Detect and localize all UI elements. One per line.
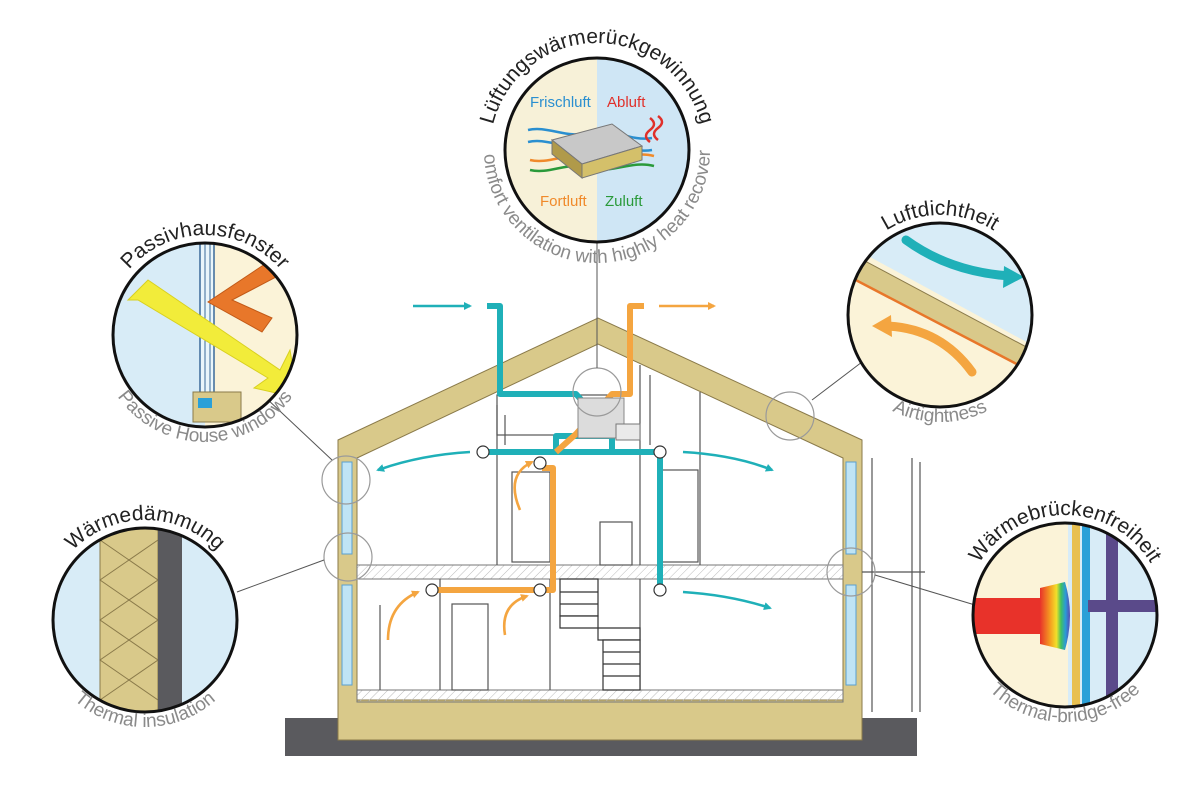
thermal-gradient-icon [1040, 582, 1070, 650]
exterior-balcony [862, 458, 925, 712]
unit-box [615, 423, 641, 441]
label-frischluft: Frischluft [530, 94, 592, 111]
wall-layer-icon [158, 528, 182, 712]
airflow-arrows [376, 302, 774, 641]
windows-right [845, 461, 857, 686]
callout-windows: Passivhausfenster Passive House windows [111, 217, 299, 447]
leader-lines [236, 242, 976, 606]
insulation-layer-icon [99, 528, 159, 712]
balcony-slab-icon [973, 598, 1045, 634]
label-abluft: Abluft [607, 94, 646, 111]
house-section [236, 242, 976, 756]
outside-air-arrow-icon [901, 235, 1015, 281]
callout-airtightness: Luftdichtheit Airtightness [846, 197, 1034, 427]
label-fortluft: Fortluft [540, 193, 588, 210]
roof-layer-icon [848, 251, 1032, 373]
intermediate-floor [356, 564, 844, 580]
sunlight-arrow-icon [126, 279, 297, 399]
frame-post-icon [1106, 523, 1118, 707]
callout-insulation: Wärmedämmung Thermal insulation [51, 502, 239, 732]
callout-ventilation: Frischluft Abluft Fortluft Zuluft Lüftun… [0, 0, 718, 268]
duct-outlets [425, 445, 667, 597]
ground-floor-slab [356, 689, 844, 703]
inside-air-arrow-icon [881, 321, 977, 377]
staircase [559, 578, 641, 691]
callout-thermal-bridge: Wärmebrückenfreiheit Thermal-bridge-free [964, 497, 1166, 727]
heat-exchanger-icon [527, 115, 664, 180]
label-zuluft: Zuluft [605, 193, 643, 210]
windows-left [341, 461, 353, 686]
